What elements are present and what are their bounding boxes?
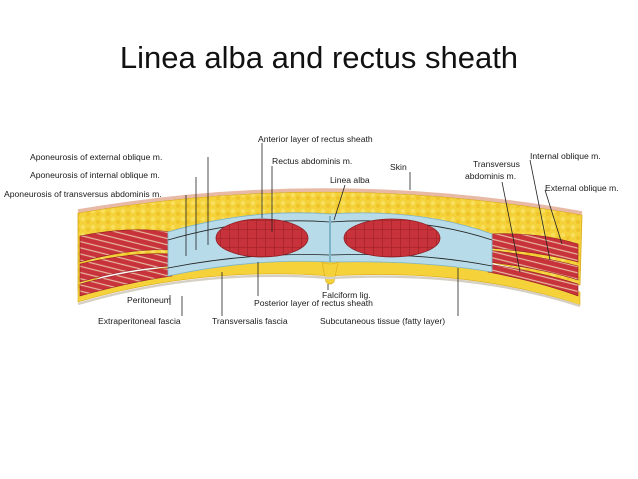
label-subcutaneous-tissue: Subcutaneous tissue (fatty layer)	[320, 316, 445, 326]
leader-external-oblique-right	[544, 189, 563, 245]
label-falciform-lig: Falciform lig.	[322, 290, 371, 300]
label-linea-alba: Linea alba	[330, 175, 370, 185]
skin-layer	[77, 188, 583, 215]
label-transversus-1: Transversus	[473, 159, 520, 169]
label-transversus-2: abdominis m.	[465, 171, 516, 181]
label-aponeurosis-external-oblique: Aponeurosis of external oblique m.	[30, 152, 162, 162]
label-internal-oblique: Internal oblique m.	[530, 151, 601, 161]
right-internal-oblique-muscle	[487, 249, 579, 281]
right-external-oblique-muscle	[487, 233, 579, 263]
label-aponeurosis-internal-oblique: Aponeurosis of internal oblique m.	[30, 170, 160, 180]
right-rectus-abdominis-muscle	[343, 218, 441, 258]
left-rectus-abdominis-muscle	[215, 218, 309, 258]
label-rectus-abdominis: Rectus abdominis m.	[272, 156, 352, 166]
label-skin: Skin	[390, 162, 407, 172]
label-posterior-layer: Posterior layer of rectus sheath	[254, 298, 373, 308]
slide-title: Linea alba and rectus sheath	[119, 40, 519, 75]
falciform-ligament	[321, 261, 339, 285]
leader-linea-alba	[333, 184, 346, 221]
label-transversalis-fascia: Transversalis fascia	[212, 316, 288, 326]
leader-transversus-right	[501, 181, 521, 273]
label-anterior-layer: Anterior layer of rectus sheath	[258, 134, 373, 144]
peritoneum	[77, 274, 581, 308]
label-peritoneum: Peritoneum	[127, 295, 171, 305]
leader-internal-oblique-right	[529, 159, 551, 261]
right-transversus-muscle	[487, 263, 579, 297]
label-aponeurosis-transversus: Aponeurosis of transversus abdominis m.	[4, 189, 162, 199]
label-extraperitoneal-fascia: Extraperitoneal fascia	[98, 316, 181, 326]
label-external-oblique: External oblique m.	[545, 183, 619, 193]
left-transversus-muscle	[79, 267, 173, 297]
